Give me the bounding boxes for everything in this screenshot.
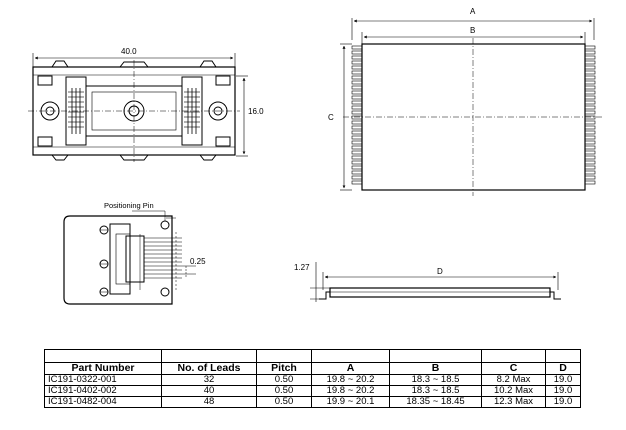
dim-height-127-label: 1.27 [294, 263, 310, 272]
col-header-leads: No. of Leads [161, 362, 257, 375]
col-header-a: A [311, 362, 390, 375]
table-row: IC191-0322-001 32 0.50 19.8 ~ 20.2 18.3 … [44, 374, 581, 386]
col-header-b: B [389, 362, 482, 375]
cell-c: 8.2 Max [481, 374, 546, 386]
cell-leads: 32 [161, 374, 257, 386]
cell-d: 19.0 [545, 385, 581, 397]
dim-width-label: 40.0 [121, 47, 137, 56]
ic-package-view [340, 18, 603, 196]
cell-part-number: IC191-0482-004 [44, 396, 162, 408]
table-header-row: Part Number No. of Leads Pitch A B C D [44, 362, 581, 375]
package-side-view [310, 262, 561, 302]
cell-a: 19.9 ~ 20.1 [311, 396, 390, 408]
cell-pitch: 0.50 [256, 396, 312, 408]
cell-part-number: IC191-0402-002 [44, 385, 162, 397]
table-row: IC191-0402-002 40 0.50 19.8 ~ 20.2 18.3 … [44, 385, 581, 397]
dim-height-label: 16.0 [248, 107, 264, 116]
specifications-table: Part Number No. of Leads Pitch A B C D I… [44, 349, 581, 408]
col-header-c: C [481, 362, 546, 375]
dim-d-label: D [437, 267, 443, 276]
cell-leads: 48 [161, 396, 257, 408]
cell-b: 18.35 ~ 18.45 [389, 396, 482, 408]
col-header-part-number: Part Number [44, 362, 162, 375]
cell-b: 18.3 ~ 18.5 [389, 385, 482, 397]
cell-a: 19.8 ~ 20.2 [311, 374, 390, 386]
table-row: IC191-0482-004 48 0.50 19.9 ~ 20.1 18.35… [44, 396, 581, 408]
table-spacer-row [44, 349, 581, 363]
cell-leads: 40 [161, 385, 257, 397]
dim-a-label: A [470, 7, 476, 16]
col-header-d: D [545, 362, 581, 375]
cell-c: 12.3 Max [481, 396, 546, 408]
cell-pitch: 0.50 [256, 385, 312, 397]
cell-part-number: IC191-0322-001 [44, 374, 162, 386]
positioning-pin-label: Positioning Pin [104, 201, 154, 210]
cell-d: 19.0 [545, 374, 581, 386]
dim-b-label: B [470, 26, 475, 35]
socket-top-view [28, 53, 248, 162]
dim-pin-offset-label: 0.25 [190, 257, 206, 266]
cell-d: 19.0 [545, 396, 581, 408]
positioning-pin-view [63, 210, 196, 305]
cell-b: 18.3 ~ 18.5 [389, 374, 482, 386]
col-header-pitch: Pitch [256, 362, 312, 375]
cell-c: 10.2 Max [481, 385, 546, 397]
cell-a: 19.8 ~ 20.2 [311, 385, 390, 397]
cell-pitch: 0.50 [256, 374, 312, 386]
dim-c-label: C [328, 113, 334, 122]
